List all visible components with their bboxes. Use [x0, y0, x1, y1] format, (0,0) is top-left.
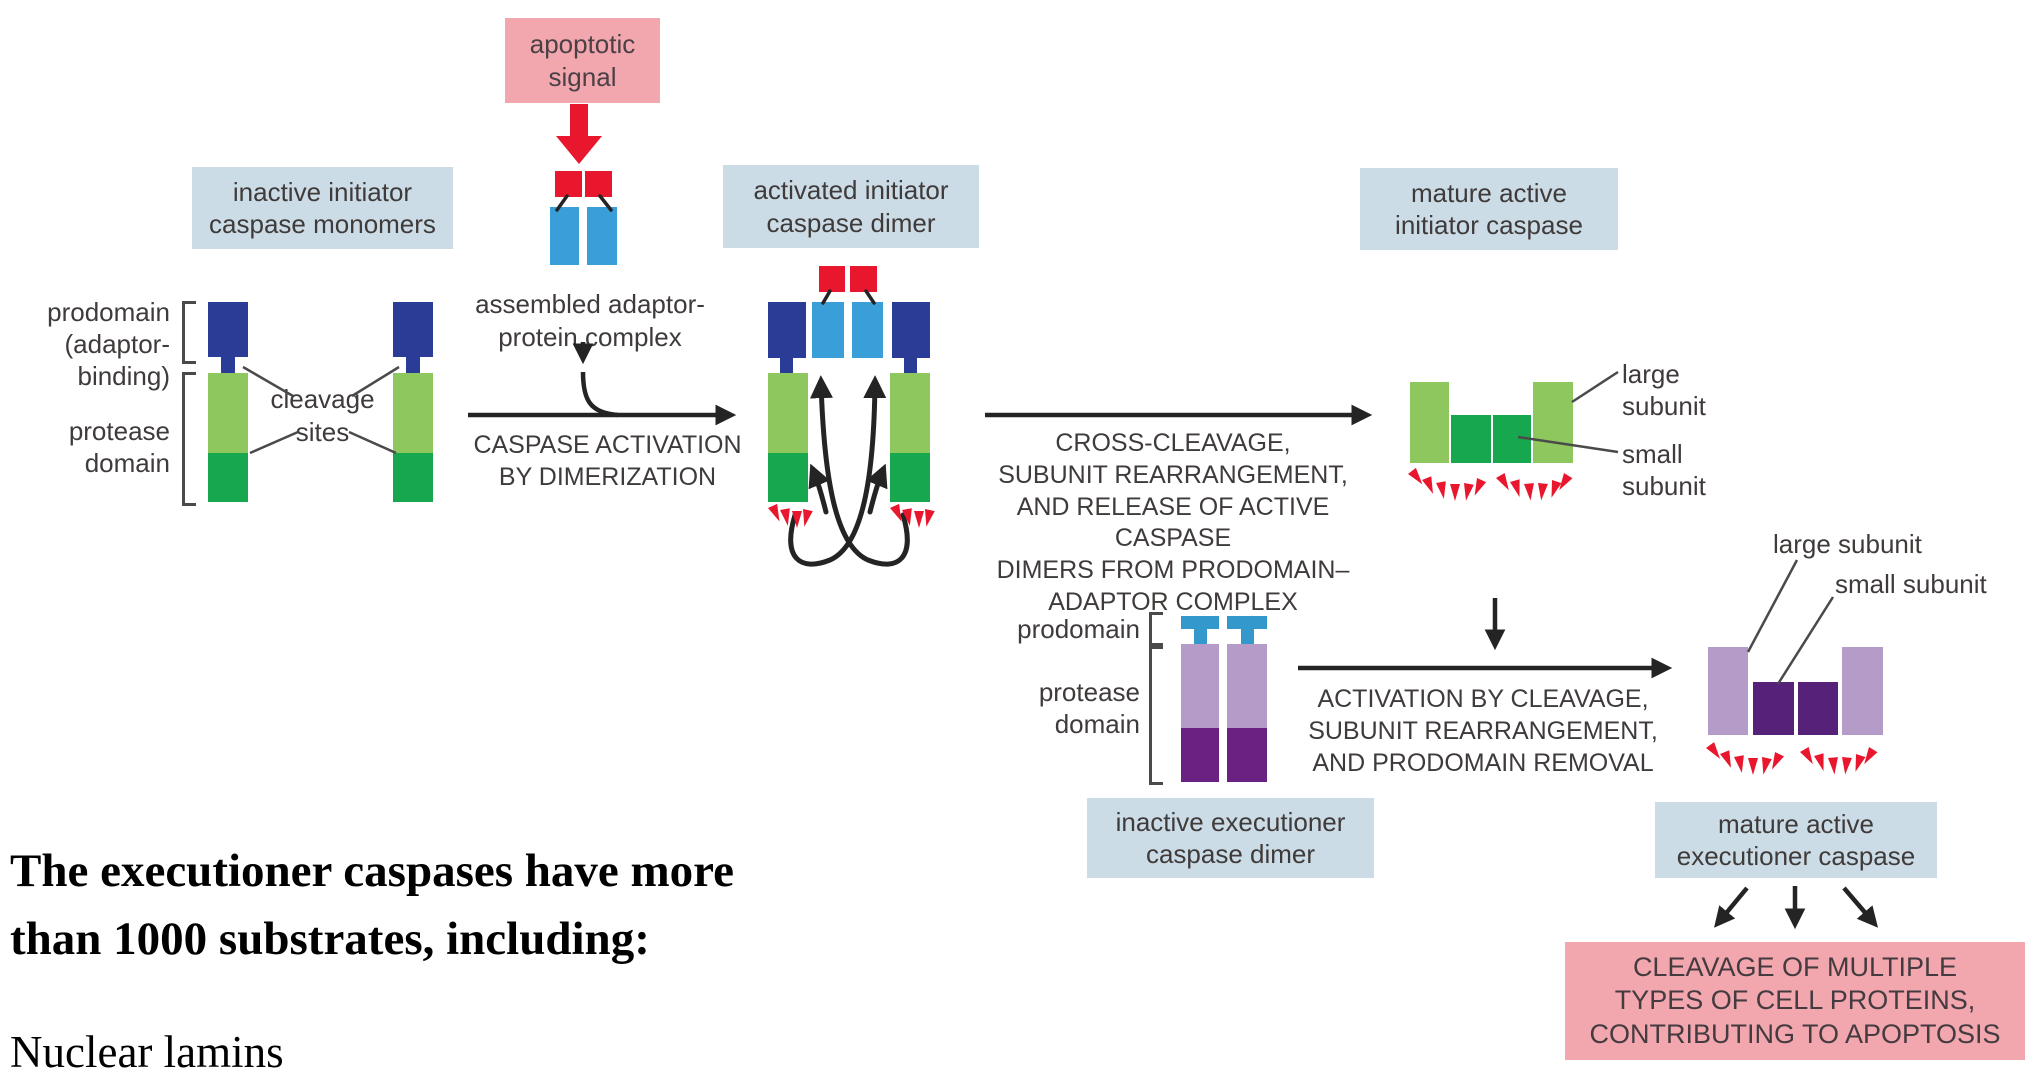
prodomain-stem [904, 358, 917, 373]
small-subunit-rect [1493, 415, 1531, 463]
prodomain-label: prodomain [1017, 614, 1140, 644]
mature-initiator-label-box: mature active initiator caspase [1360, 168, 1618, 250]
step1-dimerization-label: CASPASE ACTIVATION BY DIMERIZATION [473, 431, 742, 491]
small-subunit-rect [1451, 415, 1491, 463]
prodomain-rect [768, 302, 806, 358]
death-domain-icon [585, 171, 612, 197]
adaptor-protein-rect [852, 302, 883, 358]
inactive-exec-label-box: inactive executioner caspase dimer [1087, 798, 1374, 878]
death-domain-icon [819, 266, 845, 292]
protease-teeth-icon [768, 503, 935, 528]
protease-teeth-icon [1408, 467, 1573, 502]
large-subunit-rect [1533, 382, 1573, 463]
prodomain-t-icon [1181, 616, 1219, 629]
large-subunit-rect [890, 373, 930, 453]
small-subunit-rect [890, 453, 930, 502]
large-subunit-rect [1708, 647, 1748, 735]
prodomain-stem [221, 357, 235, 373]
large-subunit-rect [1181, 644, 1219, 728]
small-subunit-rect [208, 453, 248, 502]
prodomain-bracket-exec [1149, 612, 1163, 646]
protease-teeth-icon [1706, 742, 1878, 776]
inactive-monomers-label-box: inactive initiator caspase monomers [192, 167, 453, 249]
protease-domain-label: protease domain [68, 416, 170, 479]
apoptotic-signal-box: apoptotic signal [505, 18, 660, 103]
fan-arrows [1714, 886, 1879, 930]
apoptotic-signal-arrow-icon [556, 104, 602, 164]
step3-activation-label: ACTIVATION BY CLEAVAGE, SUBUNIT REARRANG… [1308, 685, 1658, 777]
small-subunit-rect [1181, 728, 1219, 782]
large-subunit-label: large subunit [1622, 359, 1706, 422]
large-subunit-rect [768, 373, 808, 453]
assembled-adaptor-label: assembled adaptor- protein complex [475, 289, 705, 353]
prodomain-rect [393, 302, 433, 357]
mature-exec-label-box: mature active executioner caspase [1655, 802, 1937, 878]
large-subunit-rect [393, 373, 433, 453]
subunit-pointer-lines-exec [1746, 559, 1835, 685]
cleavage-proteins-box: CLEAVAGE OF MULTIPLE TYPES OF CELL PROTE… [1565, 942, 2025, 1060]
protease-bracket [182, 372, 196, 506]
large-subunit-rect [1410, 382, 1449, 463]
prodomain-t-icon [1241, 629, 1254, 644]
small-subunit-label-exec: small subunit [1835, 569, 1987, 599]
prodomain-stem [780, 358, 793, 373]
caption-substrate-nuclear-lamins: Nuclear lamins [10, 1027, 284, 1077]
large-subunit-rect [1842, 647, 1883, 735]
adaptor-protein-rect [812, 302, 844, 358]
protease-bracket-exec [1149, 646, 1163, 785]
small-subunit-rect [768, 453, 808, 502]
cleavage-sites-label: cleavage sites [270, 384, 375, 448]
death-domain-icon [850, 266, 877, 292]
prodomain-rect [208, 302, 248, 357]
protease-domain-label-exec: protease domain [1038, 677, 1140, 740]
prodomain-t-icon [1194, 629, 1207, 644]
prodomain-bracket [182, 301, 196, 364]
small-subunit-label: small subunit [1622, 439, 1706, 502]
prodomain-t-icon [1227, 616, 1267, 629]
prodomain-rect [892, 302, 930, 358]
step2-cross-cleavage-label: CROSS-CLEAVAGE, SUBUNIT REARRANGEMENT, A… [996, 429, 1350, 616]
prodomain-stem [406, 357, 420, 373]
small-subunit-rect [393, 453, 433, 502]
caption-intro: The executioner caspases have more than … [10, 845, 735, 965]
large-subunit-label-exec: large subunit [1773, 529, 1922, 559]
small-subunit-rect [1798, 682, 1838, 735]
small-subunit-rect [1753, 682, 1794, 735]
adaptor-protein-rect [550, 207, 579, 265]
large-subunit-rect [1227, 644, 1267, 728]
prodomain-adaptor-label: prodomain (adaptor- binding) [47, 297, 170, 392]
large-subunit-rect [208, 373, 248, 453]
activated-dimer-label-box: activated initiator caspase dimer [723, 165, 979, 248]
small-subunit-rect [1227, 728, 1267, 782]
death-domain-icon [555, 171, 582, 197]
adaptor-protein-rect [587, 207, 617, 265]
